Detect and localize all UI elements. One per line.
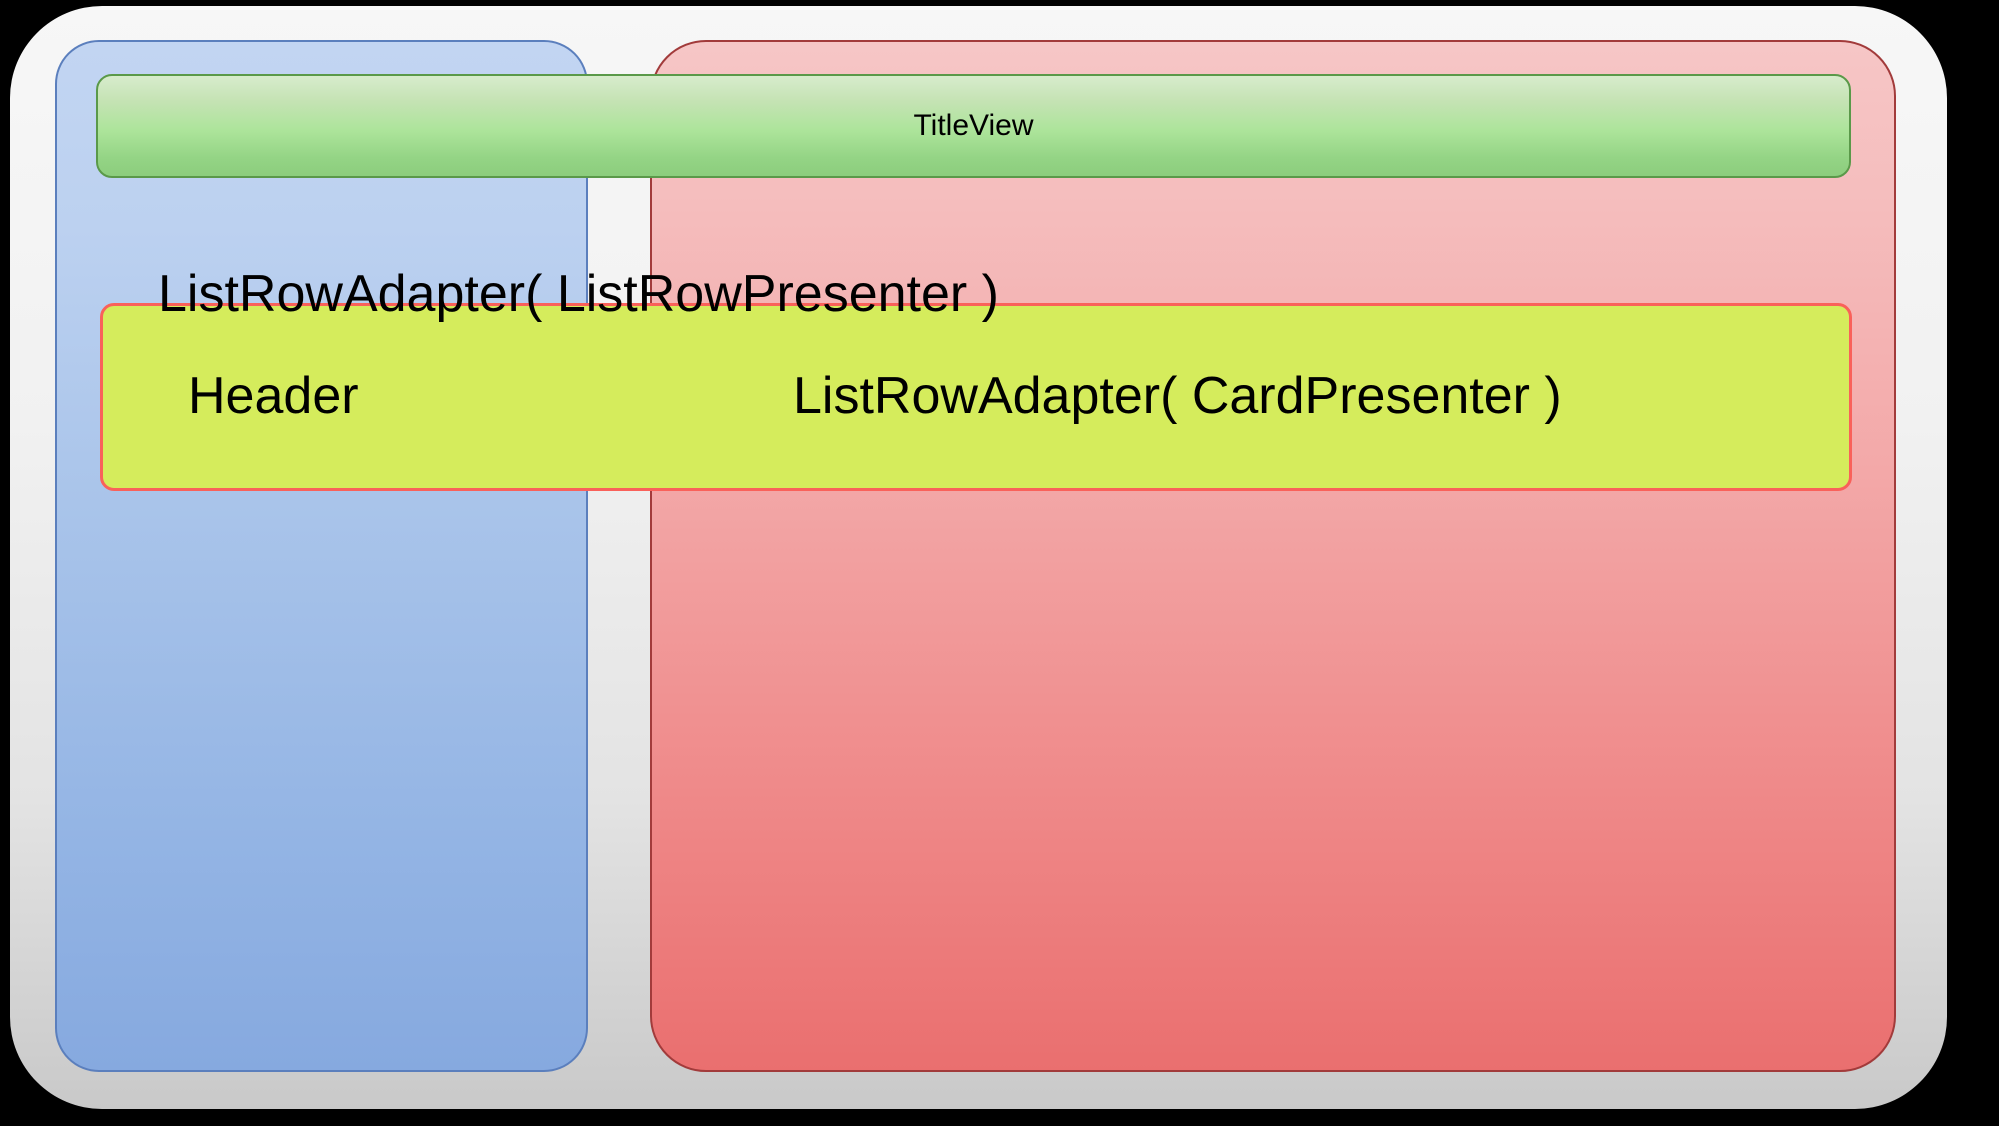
rows-fragment-panel	[650, 40, 1896, 1072]
headers-fragment-panel	[55, 40, 588, 1072]
title-view-label: TitleView	[913, 109, 1034, 142]
card-presenter-adapter-label: ListRowAdapter( CardPresenter )	[793, 367, 1562, 425]
title-view-bar: TitleView	[96, 74, 1851, 178]
list-row-adapter-title-label: ListRowAdapter( ListRowPresenter )	[158, 265, 999, 323]
outer-container-frame: HeadersFragment RowsFragment TitleView L…	[10, 6, 1947, 1109]
header-label: Header	[188, 367, 359, 425]
list-row-box	[100, 303, 1852, 491]
